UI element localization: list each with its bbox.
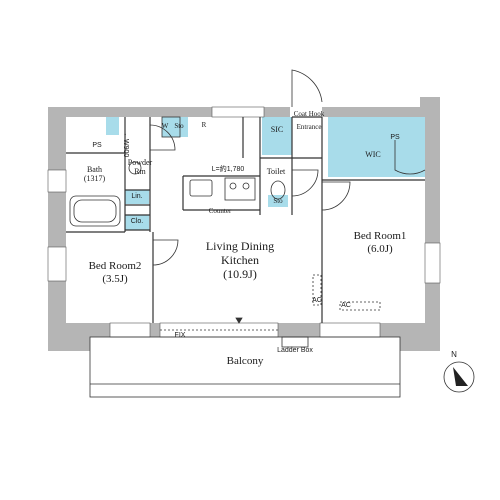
toilet-bowl [270,180,286,200]
wic-door [394,140,426,175]
powder-label: Powder Rm [127,158,153,177]
bathtub-inner [73,199,117,223]
living-marker [235,317,243,324]
bathtub [69,195,121,227]
bath-width-label: ←W900 [122,132,130,158]
clo-fill [125,215,149,230]
clo-label: Clo. [130,218,144,225]
wic-label: WIC [365,150,381,159]
wall-top-left [48,107,290,117]
ps-label-left: PS [92,142,102,149]
wall-top-right [322,107,440,117]
wash-storage-fill [162,117,188,137]
coat-hook-label: Coat Hook [293,110,325,118]
r-label: R [201,121,207,129]
ac-label-1: AC [312,297,322,304]
entrance-label: Entrance [296,123,322,131]
counter-label: Counter [208,207,232,215]
kitchen-length-label: L=約1,780 [211,166,245,173]
kitchen-stove [224,177,256,201]
ac-unit-1 [312,274,322,306]
balcony-outline [89,336,401,398]
compass-north-label: N [451,350,457,359]
sic-fill [262,117,292,155]
lin-label: Lin. [131,193,143,200]
wall-left [48,107,66,337]
wall-notch-right [420,97,440,109]
toilet-storage-fill [268,195,288,207]
storage-fills [106,117,425,230]
toilet-label: Toilet [266,167,286,176]
wall-column-br [400,323,440,351]
entrance-door [291,69,323,107]
doors [149,69,426,266]
bath-label: Bath (1317) [83,165,106,184]
partitions [66,116,425,323]
wall-column-bl [48,323,90,351]
wash-basin [128,161,142,175]
ps-label-right: PS [390,134,400,141]
washing-machine [161,116,181,138]
sic-label: SIC [270,125,284,134]
burner-1 [229,182,237,190]
fixtures [69,116,401,398]
ac-unit-2 [339,301,381,311]
ldk-label: Living Dining Kitchen (10.9J) [205,239,275,281]
ladder-box-label: Ladder Box [277,347,313,354]
sto-label-wash: Sto [174,122,184,130]
bedroom2-label: Bed Room2 (3.5J) [88,260,142,285]
ac-label-2: AC [341,302,351,309]
bath-storage-fill [106,117,119,135]
wic-fill [328,117,425,177]
window-bath [47,169,67,193]
fix-label: FIX [174,332,186,339]
balcony-label: Balcony [226,355,264,367]
kitchen-sink [189,179,213,197]
compass [443,361,475,393]
lin-fill [125,190,149,204]
bed2-door [152,239,179,266]
ladder-box [281,336,309,348]
sto-label-toilet: Sto [273,197,283,205]
bed1-door [321,181,351,211]
wall-right [425,107,440,337]
powder-door [149,124,176,151]
bedroom1-label: Bed Room1 (6.0J) [353,230,407,255]
compass-arrow-icon [453,367,468,386]
sash-bed2 [109,322,151,338]
window-left [47,246,67,282]
windows [47,106,441,338]
toilet-door [291,169,319,197]
window-right [424,242,441,284]
sash-bed1 [319,322,381,338]
window-top [211,106,265,118]
burner-2 [242,182,250,190]
w-label: W [161,122,169,130]
